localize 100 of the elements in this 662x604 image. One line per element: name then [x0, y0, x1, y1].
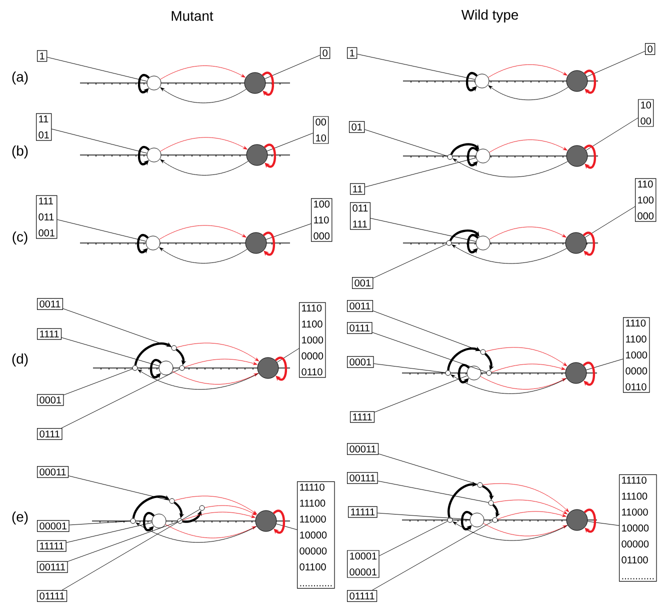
- leader-line: [372, 310, 481, 352]
- arrow: [483, 523, 568, 536]
- loop-arrow: [584, 144, 596, 169]
- number-box: 0001: [37, 394, 64, 406]
- panel-label: (e): [12, 512, 28, 524]
- number-box: 1: [347, 47, 358, 59]
- column-title: Mutant: [172, 11, 214, 21]
- leader-line: [46, 56, 148, 82]
- open-circle: [474, 74, 490, 88]
- leader-line: [56, 219, 146, 242]
- arrow: [160, 87, 246, 104]
- leader-line: [68, 476, 170, 501]
- leader-line: [62, 509, 200, 590]
- arrow: [160, 137, 248, 152]
- filled-circle: [565, 362, 587, 384]
- number-box: 1111: [37, 328, 62, 340]
- arrow: [160, 66, 246, 80]
- leader-line: [377, 512, 470, 520]
- column-title: Wild type: [461, 10, 518, 22]
- arrow: [136, 522, 257, 543]
- panel-label: (d): [12, 354, 28, 366]
- number-box: 1110 1100 1000 0000 0110: [299, 302, 326, 378]
- leader-line: [64, 368, 133, 396]
- panel-label: (b): [12, 146, 28, 158]
- arrow: [489, 226, 566, 240]
- leader-line: [356, 54, 476, 80]
- filled-circle: [246, 144, 268, 166]
- arrow: [172, 371, 258, 385]
- number-box: 001: [352, 277, 374, 289]
- arrow: [447, 346, 480, 370]
- leader-line: [378, 480, 489, 503]
- arrow: [204, 505, 256, 516]
- arrow: [176, 342, 260, 362]
- leader-line: [378, 454, 478, 484]
- loop-arrow: [582, 362, 596, 386]
- number-box: 00001: [37, 520, 70, 532]
- loop-arrow: [264, 144, 276, 168]
- leader-line: [370, 218, 476, 242]
- open-circle: [152, 514, 166, 528]
- leader-line: [587, 521, 620, 526]
- number-box: 0001: [347, 356, 374, 368]
- open-circle: [146, 76, 162, 90]
- arrow: [450, 143, 480, 156]
- arrow: [159, 225, 246, 240]
- leader-line: [62, 308, 172, 348]
- loop-arrow: [262, 232, 276, 256]
- open-circle: [466, 366, 482, 380]
- leader-line: [586, 50, 646, 77]
- number-box: 0011: [37, 298, 64, 310]
- leader-line: [66, 522, 152, 543]
- leader-line: [69, 520, 130, 526]
- arrow: [452, 158, 568, 178]
- leader-line: [266, 223, 312, 240]
- number-box: 11: [350, 183, 365, 195]
- open-circle: [470, 512, 484, 528]
- loop-arrow: [582, 232, 596, 256]
- number-box: 00 10: [313, 116, 329, 144]
- arrow: [497, 511, 566, 520]
- loop-arrow: [584, 70, 596, 94]
- leader-line: [51, 128, 148, 154]
- arrow: [165, 524, 256, 538]
- open-circle: [146, 148, 162, 162]
- number-box: 11110 11100 11000 10000 00000 01100 ............: [297, 481, 335, 589]
- arrow: [488, 85, 568, 100]
- filled-circle: [566, 509, 588, 531]
- number-box: 111 011 001: [36, 195, 58, 239]
- number-box: 011 111: [350, 202, 370, 230]
- filled-circle: [245, 232, 267, 254]
- leader-line: [372, 332, 487, 372]
- arrow: [138, 370, 259, 390]
- number-box: 1110 1100 1000 0000 0110: [623, 317, 650, 393]
- arrow: [480, 376, 566, 390]
- leader-line: [364, 129, 448, 156]
- loop-arrow: [274, 356, 288, 381]
- arrow: [174, 496, 258, 514]
- arrow: [452, 244, 567, 264]
- arrow: [452, 522, 568, 541]
- number-box: 01111: [347, 590, 378, 602]
- open-circle: [158, 360, 174, 376]
- leader-line: [264, 54, 320, 80]
- arrow: [485, 347, 568, 366]
- filled-circle: [244, 72, 266, 94]
- number-box: 11111: [37, 540, 66, 552]
- leader-line: [374, 363, 446, 373]
- leader-line: [68, 522, 178, 562]
- number-box: 11110 11100 11000 10000 00000 01100 ............: [619, 474, 657, 582]
- number-box: 10001 00001: [347, 550, 380, 578]
- filled-circle: [255, 510, 277, 532]
- leader-line: [61, 368, 180, 428]
- panel-label: (c): [12, 232, 28, 244]
- arrow: [491, 364, 566, 372]
- number-box: 0011: [347, 300, 374, 312]
- number-box: 00011: [347, 443, 379, 455]
- number-box: 00011: [37, 466, 69, 478]
- filled-circle: [566, 145, 588, 167]
- number-box: 01111: [37, 590, 68, 602]
- number-box: 0: [320, 47, 330, 59]
- arrow: [159, 247, 248, 264]
- arrow: [182, 512, 256, 520]
- arrow: [449, 230, 480, 242]
